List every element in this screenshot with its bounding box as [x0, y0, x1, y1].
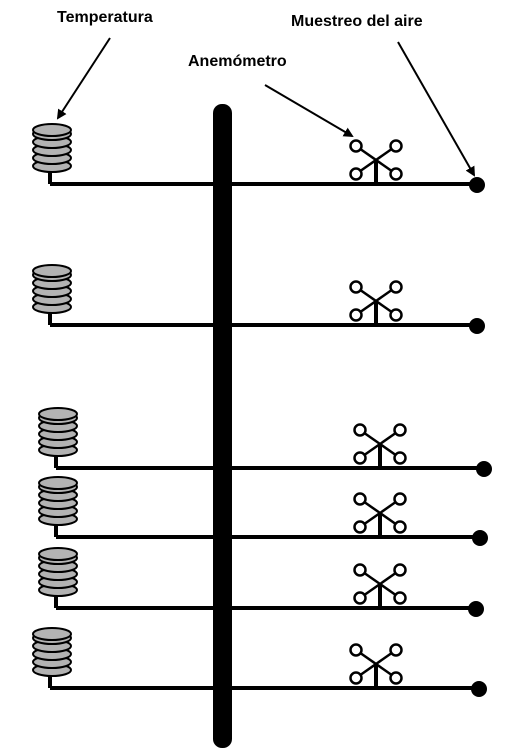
level-5	[38, 547, 484, 617]
arrow-anemometer	[264, 84, 354, 138]
air-sampler-icon	[469, 177, 485, 193]
air-sampler-icon	[472, 530, 488, 546]
air-sampler-icon	[476, 461, 492, 477]
label-temperature: Temperatura	[57, 9, 153, 26]
air-sampler-icon	[469, 318, 485, 334]
level-2	[32, 264, 485, 334]
anemometer-icon	[353, 423, 407, 468]
level-3	[38, 407, 492, 477]
anemometer-icon	[349, 280, 403, 325]
arrow-temperature	[56, 37, 111, 120]
air-sampler-icon	[468, 601, 484, 617]
anemometer-icon	[349, 643, 403, 688]
air-sampler-icon	[471, 681, 487, 697]
mast	[213, 104, 232, 748]
temperature-sensor-icon	[32, 123, 72, 173]
label-anemometer: Anemómetro	[188, 53, 287, 70]
temperature-sensor-icon	[32, 264, 72, 314]
arrow-air-sampling	[397, 41, 475, 177]
temperature-sensor-icon	[38, 407, 78, 457]
temperature-sensor-icon	[38, 476, 78, 526]
sensor-levels	[32, 123, 492, 697]
anemometer-icon	[353, 563, 407, 608]
level-6	[32, 627, 487, 697]
anemometer-icon	[349, 139, 403, 184]
anemometer-icon	[353, 492, 407, 537]
level-1	[32, 123, 485, 193]
label-air-sampling: Muestreo del aire	[291, 13, 423, 30]
temperature-sensor-icon	[32, 627, 72, 677]
level-4	[38, 476, 488, 546]
temperature-sensor-icon	[38, 547, 78, 597]
